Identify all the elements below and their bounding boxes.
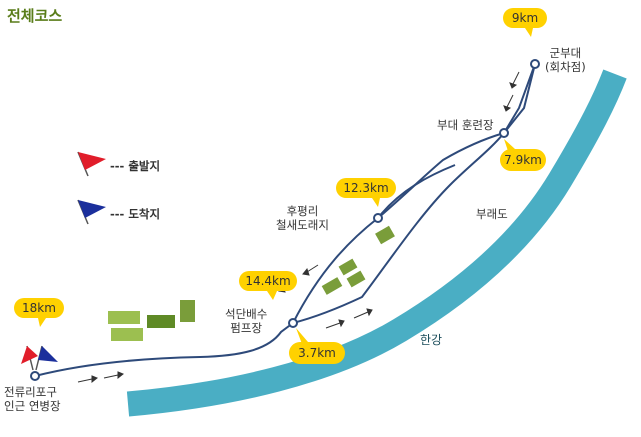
- route-west: [34, 322, 294, 377]
- place-start: 전류리포구 인근 연병장: [4, 385, 61, 413]
- place-island: 부래도: [476, 207, 508, 221]
- distance-bubble-144: 14.4km: [239, 271, 297, 300]
- route: [34, 63, 536, 377]
- page-title: 전체코스: [7, 7, 63, 25]
- legend-flags: [77, 151, 106, 225]
- waypoint-pump: [288, 318, 298, 328]
- distance-bubble-123: 12.3km: [336, 178, 396, 207]
- route-inner: [377, 164, 456, 219]
- arrow-icon: [338, 319, 345, 328]
- field: [346, 270, 366, 288]
- field: [147, 315, 175, 328]
- distance-label: 14.4km: [245, 274, 290, 288]
- field: [375, 225, 395, 245]
- distance-bubbles: 18km 14.4km 12.3km 9km 7.9km 3.7km: [14, 8, 547, 364]
- direction-arrows: [77, 71, 520, 384]
- waypoints: [30, 59, 540, 381]
- field: [321, 277, 343, 295]
- start-finish-flags: [21, 345, 58, 371]
- field: [338, 258, 358, 276]
- arrow-icon: [91, 375, 98, 384]
- legend-dash: ---: [110, 207, 125, 221]
- red-flag-icon: [21, 346, 38, 364]
- place-turnaround: 군부대 (회차점): [545, 46, 586, 74]
- route-back: [503, 63, 536, 134]
- distance-label: 18km: [22, 301, 56, 315]
- fields: [108, 225, 395, 341]
- arrow-icon: [366, 308, 373, 317]
- distance-label: 12.3km: [343, 181, 388, 195]
- arrow-icon: [509, 82, 518, 89]
- field: [180, 300, 195, 322]
- river-label: 한강: [420, 333, 443, 347]
- arrow-icon: [325, 322, 341, 329]
- legend-finish: --- 도착지: [110, 206, 160, 222]
- distance-label: 3.7km: [298, 346, 336, 360]
- start-flag-icon: [78, 152, 106, 170]
- legend-start-label: 출발지: [128, 159, 161, 173]
- distance-bubble-9: 9km: [503, 8, 547, 37]
- waypoint-cheolsae: [373, 213, 383, 223]
- legend-start: --- 출발지: [110, 158, 160, 174]
- arrow-icon: [512, 71, 520, 85]
- route-lower: [292, 132, 505, 324]
- arrow-icon: [506, 94, 514, 108]
- field: [111, 328, 143, 341]
- arrow-icon: [77, 378, 93, 383]
- distance-bubble-79: 7.9km: [500, 139, 546, 171]
- arrow-icon: [353, 311, 369, 319]
- distance-label: 9km: [512, 11, 538, 25]
- distance-bubble-37: 3.7km: [289, 328, 345, 364]
- place-cheolsae: 후평리 철새도래지: [276, 204, 329, 232]
- field: [108, 311, 140, 324]
- distance-bubble-18: 18km: [14, 298, 64, 327]
- legend-dash: ---: [110, 159, 125, 173]
- arrow-icon: [503, 105, 512, 112]
- distance-label: 7.9km: [504, 153, 542, 167]
- arrow-icon: [306, 264, 319, 273]
- waypoint-start: [30, 371, 40, 381]
- arrow-icon: [117, 371, 124, 380]
- place-training-ground: 부대 훈련장: [437, 118, 494, 132]
- legend-finish-label: 도착지: [128, 207, 161, 221]
- arrow-icon: [302, 267, 310, 276]
- arrow-icon: [103, 374, 119, 379]
- blue-flag-icon: [38, 346, 58, 362]
- waypoint-turnaround: [530, 59, 540, 69]
- finish-flag-icon: [78, 200, 106, 218]
- han-river: [126, 69, 627, 417]
- place-pump: 석단배수 펌프장: [225, 307, 268, 335]
- waypoint-training: [499, 128, 509, 138]
